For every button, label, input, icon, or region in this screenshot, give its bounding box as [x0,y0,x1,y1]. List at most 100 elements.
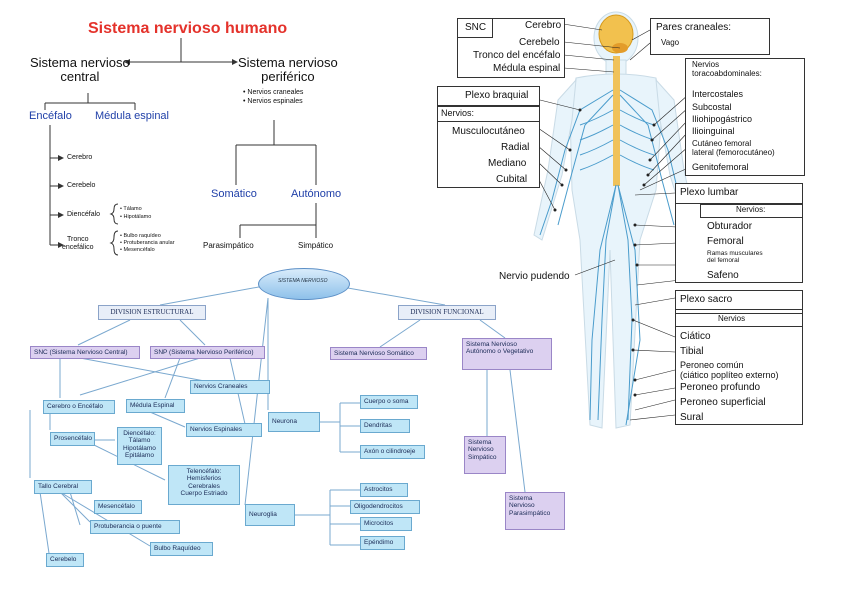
node-cerebelo: Cerebelo [46,553,84,567]
node-nervios-craneales: Nervios Craneales [190,380,270,394]
toraco-item-6: Genitofemoral [692,162,749,172]
toraco-heading: Nervios toracoabdominales: [692,60,762,78]
tronco-item-3-label: Mesencéfalo [123,247,155,253]
node-bulbo: Bulbo Raquídeo [150,542,213,556]
lumbar-header [675,183,803,204]
snc-box [457,18,565,78]
concept-root [258,268,350,300]
sacro-nervios-label: Nervios [718,314,746,323]
somatico-heading: Somático [211,188,257,200]
peripheral-item-2-label: Nervios espinales [247,98,303,105]
concept-map: SISTEMA NERVIOSO DIVISION ESTRUCTURAL DI… [0,260,570,599]
lumbar-heading: Plexo lumbar [680,187,739,198]
encefalo-item-diencefalo: Diencéfalo [67,211,101,218]
node-prosencefalo: Prosencéfalo [50,432,95,446]
node-cuerpo: Cuerpo o soma [360,395,418,409]
diencefalo-item-2-label: Hipotálamo [123,214,152,220]
node-axon: Axón o cilindroeje [360,445,425,459]
sacro-heading: Plexo sacro [680,294,733,305]
tronco-item-3: • Mesencéfalo [120,247,155,253]
node-ependimo: Epéndimo [360,536,405,550]
node-cerebro: Cerebro o Encéfalo [43,400,115,414]
autonomo-heading: Autónomo [291,188,342,200]
braquial-item-1: Musculocutáneo [452,126,525,137]
sacro-item-5: Peroneo superficial [680,397,766,408]
body-figure [533,11,699,429]
sacro-nervios-header [675,313,803,327]
diencefalo-item-1: • Tálamo [120,206,142,212]
anatomy-panel: SNC Cerebro Cerebelo Tronco del encéfalo… [430,0,848,440]
lumbar-nervios-header [700,204,803,218]
sacro-box [675,290,803,425]
tree-title: Sistema nervioso humano [88,20,288,37]
snc-item-cerebelo: Cerebelo [519,37,560,48]
node-astrocitos: Astrocitos [360,483,408,497]
node-neurona: Neurona [268,412,320,432]
encefalo-item-cerebelo: Cerebelo [67,182,96,189]
brain-icon [598,14,634,54]
braquial-item-3: Mediano [488,158,527,169]
sacro-item-3: Peroneo común (ciático poplíteo externo) [680,360,779,380]
node-snp: SNP (Sistema Nervioso Periférico) [150,346,265,359]
braquial-heading: Plexo braquial [465,90,529,101]
vago-label: Vago [661,38,680,47]
peripheral-item-1-label: Nervios craneales [247,89,304,96]
diencefalo-item-1-label: Tálamo [123,206,142,212]
node-oligodendrocitos: Oligodendrocitos [350,500,420,514]
node-telencefalo: Telencéfalo: Hemisferios Cerebrales Cuer… [168,465,240,505]
encefalo-item-tronco: Tronco encefálico [62,236,94,251]
node-somatico: Sistema Nervioso Somático [330,347,427,360]
lumbar-item-2: Femoral [707,236,744,247]
snc-item-tronco: Tronco del encéfalo [473,50,561,61]
node-diencefalo: Diencéfalo: Tálamo Hipotálamo Epitálamo [117,427,162,465]
pares-box [650,18,770,55]
tree-connectors [44,38,317,256]
toraco-item-5: Cutáneo femoral lateral (femorocutáneo) [692,139,775,157]
tronco-item-1: • Bulbo raquídeo [120,233,161,239]
toraco-item-2: Subcostal [692,102,732,112]
node-tallo: Tallo Cerebral [34,480,92,494]
braquial-item-4: Cubital [496,174,528,185]
spinal-cord [613,56,620,186]
node-microcitos: Microcitos [360,517,412,531]
medula-heading: Médula espinal [95,110,169,122]
braquial-item-2: Radial [501,142,530,153]
toraco-item-4: Ilioinguinal [692,126,735,136]
lumbar-item-1: Obturador [707,221,753,232]
sacro-item-1: Ciático [680,331,711,342]
peripheral-item-1: • Nervios craneales [243,89,304,96]
braquial-header [437,86,540,106]
node-protuberancia: Protuberancia o puente [90,520,180,534]
toraco-box [685,58,805,176]
peripheral-item-2: • Nervios espinales [243,98,303,105]
peripheral-heading: Sistema nervioso periférico [238,55,338,85]
central-heading: Sistema nervioso central [30,55,130,85]
node-neuroglia: Neuroglia [245,504,295,526]
toraco-item-3: Iliohipogástrico [692,114,753,124]
node-snc: SNC (Sistema Nervioso Central) [30,346,140,359]
snc-tag [457,18,493,38]
lumbar-item-3: Ramas musculares del femoral [707,250,763,265]
div-funcional-label: DIVISION FUNCIONAL [410,308,484,316]
tronco-item-2-label: Protuberancia anular [123,240,175,246]
simpatico-label: Simpático [298,241,334,250]
sacro-header [675,290,803,310]
lumbar-nervios-label: Nervios: [736,205,766,214]
snc-item-medula: Médula espinal [493,63,561,74]
tronco-item-2: • Protuberancia anular [120,240,175,246]
node-dendritas: Dendritas [360,419,410,433]
node-simpatico: Sistema Nervioso Simpático [464,436,506,474]
pudendo-label: Nervio pudendo [499,271,570,282]
tronco-item-1-label: Bulbo raquídeo [123,233,161,239]
sacro-item-4: Peroneo profundo [680,382,761,393]
node-medula: Médula Espinal [126,399,185,413]
node-mesencefalo: Mesencéfalo [94,500,142,514]
div-funcional: DIVISION FUNCIONAL [398,305,496,320]
encefalo-heading: Encéfalo [29,110,72,122]
node-autonomo: Sistema Nervioso Autónomo o Vegetativo [462,338,552,370]
braquial-nervios-header [437,106,540,122]
top-left-tree: Sistema nervioso humano [0,0,430,265]
toraco-item-1: Intercostales [692,89,744,99]
braquial-nervios-label: Nervios: [441,108,475,118]
sacro-item-2: Tibial [680,346,704,357]
